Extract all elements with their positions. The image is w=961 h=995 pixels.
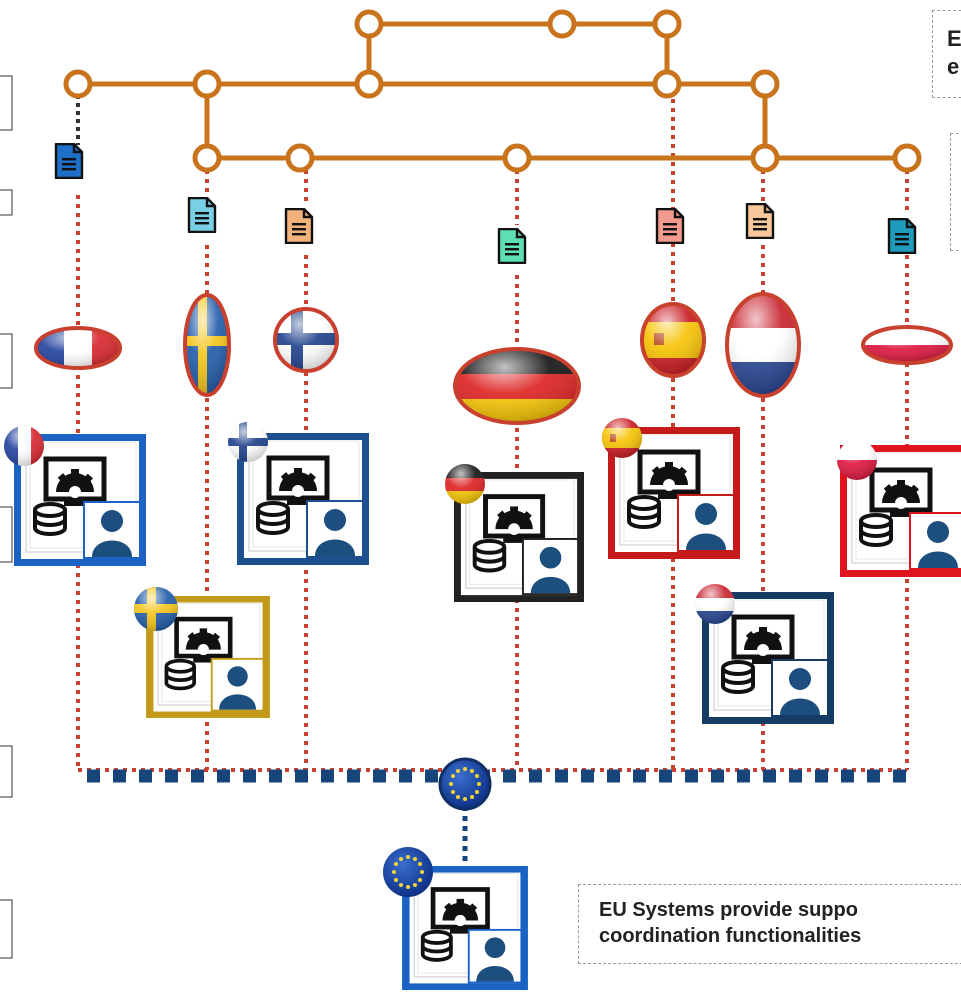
backbone-node — [192, 69, 222, 99]
sweden-document-icon — [187, 197, 217, 233]
poland-document-icon — [887, 218, 917, 254]
eu-hub-icon — [438, 757, 492, 811]
eu-systems-note-line2: coordination functionalities — [599, 925, 862, 947]
finland-badge-flag-icon — [228, 422, 268, 462]
eu-systems-note-line1: EU Systems provide suppo — [599, 899, 858, 921]
eu-systems-note: EU Systems provide suppo coordination fu… — [578, 884, 961, 964]
backbone-node — [750, 143, 780, 173]
germany-document-icon — [497, 228, 527, 264]
germany-flag-icon — [453, 347, 581, 425]
poland-flag-icon — [861, 325, 953, 365]
eu-flag-icon — [383, 847, 433, 897]
backbone-node — [750, 69, 780, 99]
top-right-note-line1: E — [947, 26, 961, 51]
backbone-node — [652, 69, 682, 99]
spain-document-icon — [655, 208, 685, 244]
top-right-note: E e — [932, 10, 961, 98]
eu-bus — [87, 769, 907, 870]
netherlands-flag-icon — [725, 292, 801, 398]
finland-flag-icon — [273, 307, 339, 373]
sweden-badge-flag-icon — [134, 587, 178, 631]
left-edge-frames — [0, 75, 13, 959]
backbone-node — [652, 9, 682, 39]
netherlands-document-icon — [745, 203, 775, 239]
backbone-node — [892, 143, 922, 173]
right-legend-box — [950, 133, 961, 251]
backbone-node — [63, 69, 93, 99]
germany-badge-flag-icon — [445, 464, 485, 504]
backbone-node — [502, 143, 532, 173]
france-flag-icon — [34, 326, 122, 370]
backbone-node — [547, 9, 577, 39]
backbone-nodes — [63, 9, 922, 173]
spain-flag-icon — [640, 302, 706, 378]
finland-document-icon — [284, 208, 314, 244]
france-badge-flag-icon — [4, 426, 44, 466]
france-document-icon — [54, 143, 84, 179]
backbone-node — [192, 143, 222, 173]
top-right-note-line2: e — [947, 54, 960, 79]
backbone-node — [354, 69, 384, 99]
poland-badge-flag-icon — [837, 440, 877, 480]
backbone-node — [354, 9, 384, 39]
spain-badge-flag-icon — [602, 418, 642, 458]
backbone-node — [285, 143, 315, 173]
sweden-flag-icon — [183, 293, 231, 397]
netherlands-badge-flag-icon — [695, 584, 735, 624]
